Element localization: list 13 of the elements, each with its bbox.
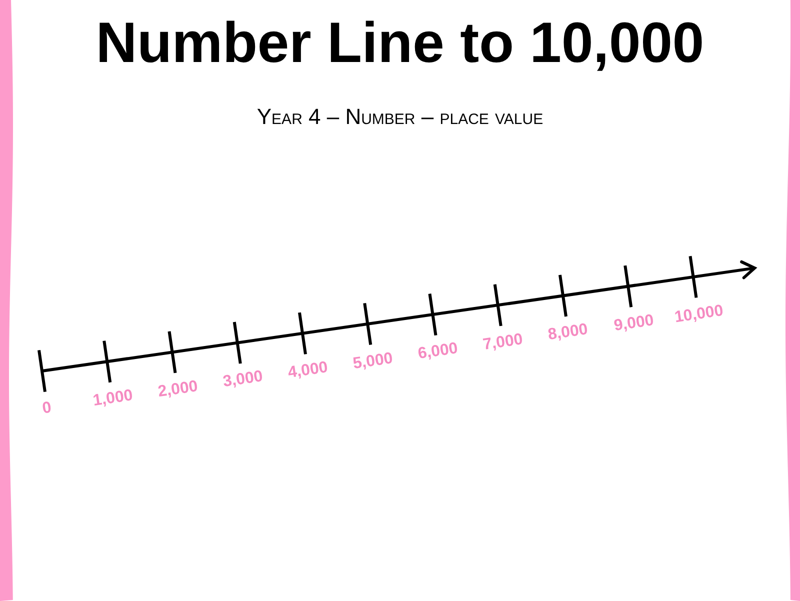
tick-label: 8,000 bbox=[547, 321, 590, 346]
tick-label: 7,000 bbox=[482, 330, 524, 355]
tick-label: 10,000 bbox=[673, 302, 724, 328]
title: Number Line to 10,000 bbox=[96, 11, 704, 77]
tick-label: 4,000 bbox=[286, 359, 330, 383]
tick-label: 0 bbox=[42, 398, 54, 418]
tick-label: 6,000 bbox=[417, 340, 460, 364]
tick-label: 9,000 bbox=[612, 312, 655, 336]
tick-label: 5,000 bbox=[352, 350, 394, 374]
tick-label: 2,000 bbox=[156, 378, 199, 402]
tick-label: 3,000 bbox=[222, 368, 264, 392]
subtitle: Year 4 – Number – place value bbox=[256, 104, 544, 130]
tick-label: 1,000 bbox=[91, 387, 134, 412]
